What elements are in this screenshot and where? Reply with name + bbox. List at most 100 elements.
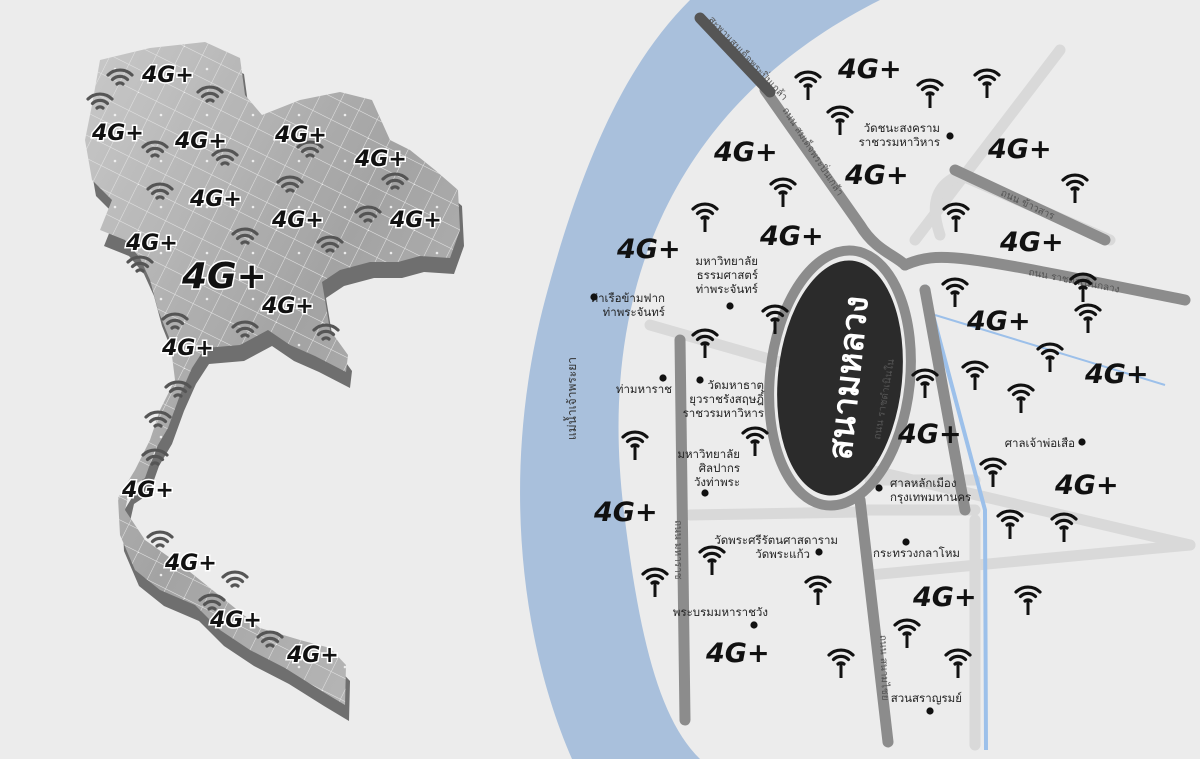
place-line: ราชวรมหาวิหาร [683,406,764,420]
badge-4g: 4G+ [121,478,174,503]
badge-4g: 4G+ [593,497,658,528]
badge-4g: 4G+ [837,54,902,85]
wifi-icon [893,618,921,636]
wifi-icon [1074,303,1102,321]
badge-4g: 4G+ [987,134,1052,165]
badge-4g: 4G+ [616,234,681,265]
place-wat-mahathat: วัดมหาธาตุ ยุวราชรังสฤษฎิ์ ราชวรมหาวิหาร [683,376,766,420]
road-label-maharat: ถนน มหาราช [672,520,683,580]
badge-4g: 4G+ [1054,470,1119,501]
badges-thailand: 4G+ 4G+ 4G+ 4G+ 4G+ 4G+ 4G+ 4G+ 4G+ 4G+ … [90,62,444,670]
wifi-icon [827,648,855,666]
place-line: วัดพระแก้ว [755,547,810,561]
sanam-luang-ring [764,245,916,511]
sanam-luang-oval [777,260,903,496]
badge-4g: 4G+ [912,582,977,613]
wifi-icon [621,430,649,448]
badge-4g: 4G+ [897,419,962,450]
badge-4g: 4G+ [966,306,1031,337]
canal [923,284,988,751]
place-thammasat: มหาวิทยาลัย ธรรมศาสตร์ ท่าพระจันทร์ [695,254,758,310]
badges-map: 4G+ 4G+ 4G+ 4G+ 4G+ 4G+ 4G+ 4G+ 4G+ 4G+ … [593,54,1149,669]
place-line: ศิลปากร [699,461,740,475]
badge-4g: 4G+ [174,129,227,154]
badge-4g: 4G+ [759,221,824,252]
wifi-icon [804,575,832,593]
wifi-icon [916,78,944,96]
badge-4g: 4G+ [189,187,242,212]
badge-4g: 4G+ [91,121,144,146]
place-line: มหาวิทยาลัย [695,254,758,268]
place-line: กระทรวงกลาโหม [873,546,960,560]
wifi-icon [961,360,989,378]
sanam-luang-map: สนามหลวง สะพานสมเด็จพระปิ่นเกล้า ถนน สมเ… [520,0,1196,759]
place-line: กรุงเทพมหานคร [890,490,971,504]
road-label-pinklao: ถนน สมเด็จพระปิ่นเกล้า [779,104,847,198]
thailand-map: 4G+ 4G+ 4G+ 4G+ 4G+ 4G+ 4G+ 4G+ 4G+ 4G+ … [85,42,464,721]
place-tha-maharat: ท่ามหาราช [616,374,672,396]
place-line: ท่ามหาราช [616,382,672,396]
wifi-icon [221,570,249,588]
wifi-icon [794,70,822,88]
wifi-icon [1014,585,1042,603]
place-tha-ruea: ท่าเรือข้ามฟาก ท่าพระจันทร์ [590,291,665,319]
badge-4g: 4G+ [141,63,194,88]
wifi-icon [769,177,797,195]
road-label-sanamchai: ถนน สนามไชย [877,635,891,701]
wifi-icon [698,545,726,563]
place-line: ศาลเจ้าพ่อเสือ [1005,436,1075,450]
place-dot [946,132,954,140]
place-line: ราชวรมหาวิหาร [859,135,940,149]
wifi-icon [911,368,939,386]
place-dot [1078,438,1086,446]
badge-4g: 4G+ [1084,359,1149,390]
place-defence: กระทรวงกลาโหม [873,538,960,560]
wifi-icon [1036,342,1064,360]
place-line: ยุวราชรังสฤษฎิ์ [689,390,765,406]
wifi-icon [691,202,719,220]
badge-4g: 4G+ [125,231,178,256]
place-line: พระบรมมหาราชวัง [673,605,768,619]
place-dot [701,489,709,497]
place-dot [750,621,758,629]
place-dot [696,376,704,384]
badge-4g: 4G+ [209,608,262,633]
place-saranrom: สวนสราญรมย์ [891,691,962,715]
place-dot [902,538,910,546]
place-silpakorn: มหาวิทยาลัย ศิลปากร วังท่าพระ [677,447,740,497]
badge-4g: 4G+ [713,137,778,168]
place-dot [926,707,934,715]
wifi-icon [826,105,854,123]
river-label: แม่น้ำเจ้าพระยา [563,357,579,440]
place-wat-chana: วัดชนะสงคราม ราชวรมหาวิหาร [859,121,954,149]
wifi-icon [996,509,1024,527]
badge-4g: 4G+ [354,147,407,172]
road-label-ratchadamnoen: ถนน ราชดำเนินกลาง [1027,267,1120,295]
place-wat-phra-kaew: วัดพระศรีรัตนศาสดาราม วัดพระแก้ว [714,533,838,561]
place-grand-palace: พระบรมมหาราชวัง [673,605,768,629]
badge-4g: 4G+ [705,638,770,669]
wifi-icon [641,567,669,585]
place-line: วัดชนะสงคราม [864,121,940,135]
place-dot [659,374,667,382]
badge-4g: 4G+ [274,123,327,148]
wifi-icon [944,648,972,666]
place-line: วัดพระศรีรัตนศาสดาราม [714,533,838,547]
badge-4g: 4G+ [389,208,442,233]
wifi-icon [979,457,1007,475]
place-dot [875,484,883,492]
wifi-icon [941,277,969,295]
place-line: วังท่าพระ [694,475,740,489]
badge-4g: 4G+ [271,208,324,233]
place-dot [726,302,734,310]
place-san-chao: ศาลเจ้าพ่อเสือ [1005,436,1086,450]
place-line: วัดมหาธาตุ [708,378,765,392]
place-line: ท่าพระจันทร์ [696,282,758,296]
badge-4g: 4G+ [164,551,217,576]
wifi-icon [942,202,970,220]
badge-4g: 4G+ [261,294,314,319]
badge-4g: 4G+ [999,227,1064,258]
place-line: ท่าพระจันทร์ [603,305,665,319]
place-line: ธรรมศาสตร์ [697,268,758,282]
